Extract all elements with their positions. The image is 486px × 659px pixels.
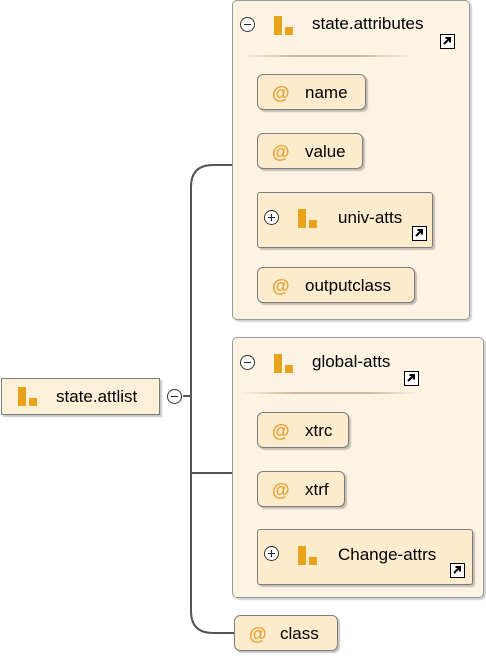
attribute-outputclass[interactable]: @ outputclass (257, 267, 415, 303)
attribute-label: name (305, 83, 348, 102)
reference-univ-atts[interactable]: univ-atts (257, 192, 433, 248)
external-link-icon[interactable] (440, 34, 455, 49)
group-divider (241, 392, 421, 394)
at-icon: @ (272, 142, 290, 162)
collapse-toggle-root[interactable] (167, 389, 182, 404)
root-label: state.attlist (56, 387, 138, 406)
attribute-name[interactable]: @ name (257, 74, 366, 110)
attribute-xtrf[interactable]: @ xtrf (257, 471, 345, 507)
external-link-icon[interactable] (450, 563, 465, 578)
sequence-icon (274, 354, 296, 376)
collapse-toggle-state-attributes[interactable] (240, 17, 255, 32)
expand-toggle-change-attrs[interactable] (264, 546, 279, 561)
collapse-toggle-global-atts[interactable] (240, 355, 255, 370)
group-global-atts: global-atts @ xtrc @ xtrf Change-attrs (232, 337, 484, 598)
attribute-xtrc[interactable]: @ xtrc (257, 412, 349, 448)
group-title-state-attributes: state.attributes (312, 14, 424, 33)
sequence-icon (298, 209, 320, 231)
branch-trunk (190, 164, 234, 634)
sequence-icon (274, 16, 296, 38)
sequence-icon (18, 387, 40, 409)
at-icon: @ (272, 421, 290, 441)
reference-label: univ-atts (338, 208, 403, 227)
at-icon: @ (272, 83, 290, 103)
attribute-value[interactable]: @ value (257, 133, 363, 169)
attribute-class[interactable]: @ class (234, 615, 338, 651)
group-title-global-atts: global-atts (312, 352, 391, 371)
external-link-icon[interactable] (404, 371, 419, 386)
group-divider (241, 55, 411, 57)
sequence-icon (298, 546, 320, 568)
attribute-label: outputclass (305, 276, 391, 295)
attribute-label: class (280, 624, 319, 643)
attribute-label: xtrc (305, 421, 333, 440)
external-link-icon[interactable] (412, 226, 427, 241)
at-icon: @ (272, 480, 290, 500)
at-icon: @ (272, 276, 290, 296)
expand-toggle-univ-atts[interactable] (264, 210, 279, 225)
reference-change-attrs[interactable]: Change-attrs (257, 529, 473, 585)
attribute-label: value (305, 142, 346, 161)
reference-label: Change-attrs (338, 545, 437, 564)
attribute-label: xtrf (305, 480, 329, 499)
at-icon: @ (249, 624, 267, 644)
root-node[interactable]: state.attlist (1, 378, 160, 415)
group-state-attributes: state.attributes @ name @ value univ-att… (232, 0, 470, 320)
